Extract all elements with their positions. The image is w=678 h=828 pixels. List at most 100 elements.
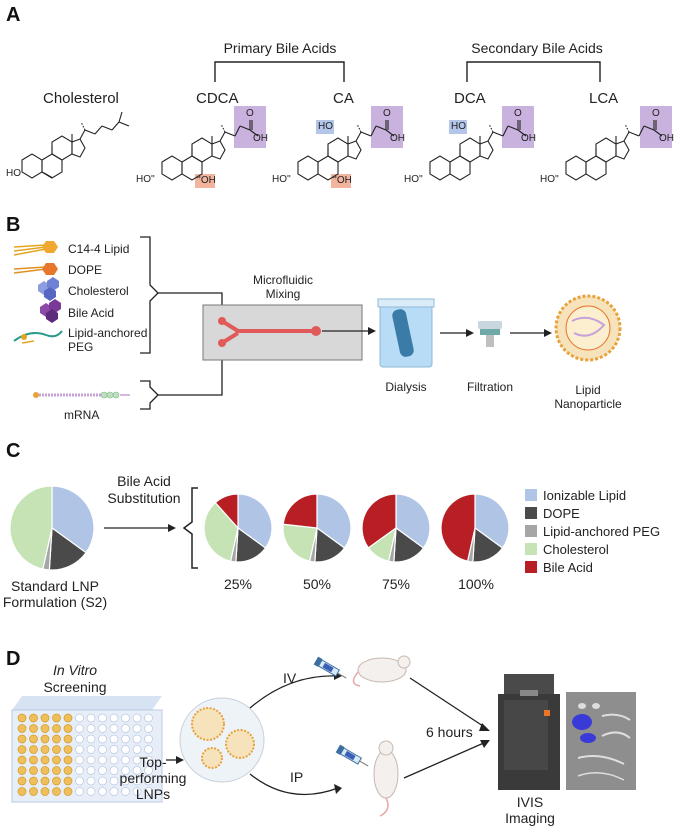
well-plate-icon — [11, 696, 163, 803]
dca-12oh-highlight — [449, 120, 467, 134]
pie-slice-bile-acid — [214, 493, 239, 530]
well — [86, 724, 96, 733]
bile-acid-component-label: Bile Acid — [68, 306, 115, 320]
well — [29, 745, 38, 754]
top-performing-label-line3: LNPs — [135, 786, 171, 802]
secondary-bile-acids-label: Secondary Bile Acids — [471, 40, 603, 56]
well — [98, 776, 107, 786]
dope-label: DOPE — [68, 263, 103, 277]
well — [132, 734, 142, 744]
well — [86, 713, 96, 723]
well — [17, 713, 27, 723]
ca-cooh-highlight — [371, 106, 403, 148]
well — [132, 745, 142, 754]
lca-label: LCA — [589, 90, 619, 107]
percent-25-label: 25% — [223, 576, 253, 592]
legend-swatch — [525, 561, 537, 573]
imaging-result-icon — [566, 692, 636, 790]
panel-d-graphics — [11, 655, 636, 817]
well — [17, 776, 27, 786]
legend-swatch — [525, 525, 537, 537]
top-performing-label-line1: Top- — [139, 754, 167, 770]
well — [17, 787, 27, 796]
well — [98, 755, 107, 765]
pie-slice-ionizable-lipid — [395, 493, 431, 549]
bile-acid-bracket-lines — [214, 61, 601, 82]
well — [86, 766, 96, 775]
dca-oh-label: OH — [521, 133, 536, 144]
cdca-3oh-label: HO'' — [136, 174, 155, 185]
cdca-label: CDCA — [196, 90, 239, 107]
well — [40, 787, 50, 796]
well — [29, 776, 38, 786]
pie-slice-ionizable-lipid — [237, 493, 273, 549]
legend-label: DOPE — [543, 505, 580, 521]
microfluidic-label-line1: Microfluidic — [252, 273, 313, 287]
well — [63, 713, 73, 723]
well — [40, 734, 50, 744]
pie-slice-bile-acid — [440, 493, 476, 562]
cholesterol-component-label: Cholesterol — [68, 284, 129, 298]
well — [86, 745, 96, 754]
cdca-7oh-label: ''OH — [197, 175, 216, 186]
well — [144, 734, 153, 744]
well — [144, 713, 153, 723]
well — [98, 787, 107, 796]
well — [121, 713, 130, 723]
six-hours-label: 6 hours — [426, 724, 473, 740]
well — [109, 755, 119, 765]
ca-3oh-label: HO'' — [272, 174, 291, 185]
panel-b-graphics — [13, 236, 622, 410]
cholesterol-label: Cholesterol — [43, 90, 119, 107]
well — [86, 755, 96, 765]
well — [40, 745, 50, 754]
well — [52, 734, 61, 744]
panel-b-letter: B — [6, 214, 21, 236]
well — [75, 766, 84, 775]
well — [29, 787, 38, 796]
steroid-structures — [21, 111, 663, 181]
well — [52, 755, 61, 765]
well — [63, 724, 73, 733]
bile-substitution-label-line1: Bile Acid — [117, 473, 171, 489]
well — [52, 724, 61, 733]
ivis-label-line1: IVIS — [516, 794, 544, 810]
cdca-7oh-highlight — [195, 174, 215, 188]
well — [52, 745, 61, 754]
ca-12oh-highlight — [316, 120, 334, 134]
well — [132, 766, 142, 775]
ip-label: IP — [290, 769, 304, 785]
pie-slice-bile-acid — [282, 493, 318, 529]
well — [132, 713, 142, 723]
syringe-ip-icon — [335, 744, 369, 767]
well — [29, 724, 38, 733]
well — [109, 734, 119, 744]
well — [75, 755, 84, 765]
peg-icon — [13, 330, 63, 344]
percent-50-label: 50% — [302, 576, 332, 592]
top-performing-label-line2: performing — [119, 770, 187, 786]
well — [52, 787, 61, 796]
well — [132, 787, 142, 796]
dca-3oh-label: HO'' — [404, 174, 423, 185]
well — [109, 724, 119, 733]
well — [40, 724, 50, 733]
well — [75, 776, 84, 786]
well — [144, 755, 153, 765]
panel-a-letter: A — [6, 4, 21, 26]
pie-slice-bile-acid — [361, 493, 397, 549]
cdca-oh-label: OH — [253, 133, 268, 144]
well — [63, 734, 73, 744]
well — [75, 724, 84, 733]
pie-charts — [9, 485, 510, 571]
bile-substitution-label-line2: Substitution — [107, 490, 181, 506]
well — [109, 745, 119, 754]
well — [109, 787, 119, 796]
ca-label: CA — [333, 90, 354, 107]
well — [121, 745, 130, 754]
well — [29, 713, 38, 723]
dca-label: DCA — [454, 90, 486, 107]
ca-7oh-label: ''OH — [333, 175, 352, 186]
microfluidic-label-line2: Mixing — [265, 287, 301, 301]
well — [40, 755, 50, 765]
